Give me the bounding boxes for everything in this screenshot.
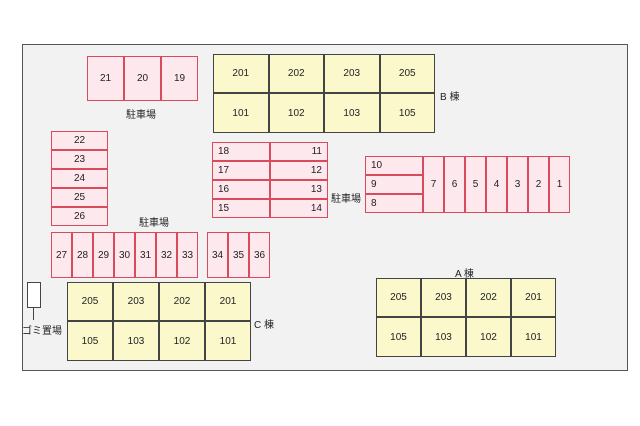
building-c-unit: 102: [159, 321, 205, 361]
building-a-unit: 201: [511, 278, 556, 317]
building-b-label: B 棟: [440, 92, 460, 103]
parking-space: 26: [51, 207, 108, 226]
parking-space: 13: [270, 180, 328, 199]
parking-space: 11: [270, 142, 328, 161]
parking-space: 1: [549, 156, 570, 213]
parking-space: 33: [177, 232, 198, 278]
building-c-unit: 203: [113, 282, 159, 321]
building-a-label: A 棟: [455, 269, 474, 280]
parking-space: 21: [87, 56, 124, 101]
building-b-unit: 103: [324, 93, 380, 133]
parking-space: 27: [51, 232, 72, 278]
building-b-unit: 105: [379, 93, 435, 133]
parking-space: 22: [51, 131, 108, 150]
parking-space: 31: [135, 232, 156, 278]
building-a-unit: 205: [376, 278, 421, 317]
building-b-unit: 203: [324, 54, 380, 93]
building-c-unit: 205: [67, 282, 113, 321]
building-c-unit: 201: [205, 282, 251, 321]
parking-space: 25: [51, 188, 108, 207]
trash-area-label: ゴミ置場: [22, 326, 62, 337]
parking-space: 12: [270, 161, 328, 180]
parking-space: 6: [444, 156, 465, 213]
parking-space: 30: [114, 232, 135, 278]
parking-space: 9: [365, 175, 423, 194]
parking-space: 14: [270, 199, 328, 218]
building-c-unit: 202: [159, 282, 205, 321]
building-a-unit: 202: [466, 278, 511, 317]
building-a-unit: 203: [421, 278, 466, 317]
parking-space: 32: [156, 232, 177, 278]
parking-space: 19: [161, 56, 198, 101]
trash-area-post: [33, 308, 34, 320]
parking-space: 23: [51, 150, 108, 169]
parking-space: 8: [365, 194, 423, 213]
parking-space: 15: [212, 199, 270, 218]
parking-label-top: 駐車場: [126, 110, 156, 121]
building-b-unit: 102: [268, 93, 324, 133]
building-a-unit: 101: [511, 317, 556, 357]
parking-space: 36: [249, 232, 270, 278]
building-b-unit: 101: [213, 93, 269, 133]
trash-area-box: [27, 282, 41, 308]
parking-label-right: 駐車場: [331, 194, 361, 205]
parking-space: 10: [365, 156, 423, 175]
building-b-unit: 202: [268, 54, 324, 93]
parking-space: 4: [486, 156, 507, 213]
parking-space: 18: [212, 142, 270, 161]
building-b-unit: 205: [379, 54, 435, 93]
parking-space: 24: [51, 169, 108, 188]
parking-space: 28: [72, 232, 93, 278]
building-c-unit: 105: [67, 321, 113, 361]
building-a-unit: 102: [466, 317, 511, 357]
building-b-unit: 201: [213, 54, 269, 93]
parking-space: 3: [507, 156, 528, 213]
parking-space: 17: [212, 161, 270, 180]
parking-space: 29: [93, 232, 114, 278]
parking-space: 2: [528, 156, 549, 213]
parking-space: 20: [124, 56, 161, 101]
parking-space: 5: [465, 156, 486, 213]
parking-space: 35: [228, 232, 249, 278]
building-c-unit: 101: [205, 321, 251, 361]
building-c-unit: 103: [113, 321, 159, 361]
building-c-label: C 棟: [254, 320, 274, 331]
parking-space: 16: [212, 180, 270, 199]
parking-label-middle: 駐車場: [139, 218, 169, 229]
building-a-unit: 105: [376, 317, 421, 357]
parking-space: 34: [207, 232, 228, 278]
parking-space: 7: [423, 156, 444, 213]
building-a-unit: 103: [421, 317, 466, 357]
